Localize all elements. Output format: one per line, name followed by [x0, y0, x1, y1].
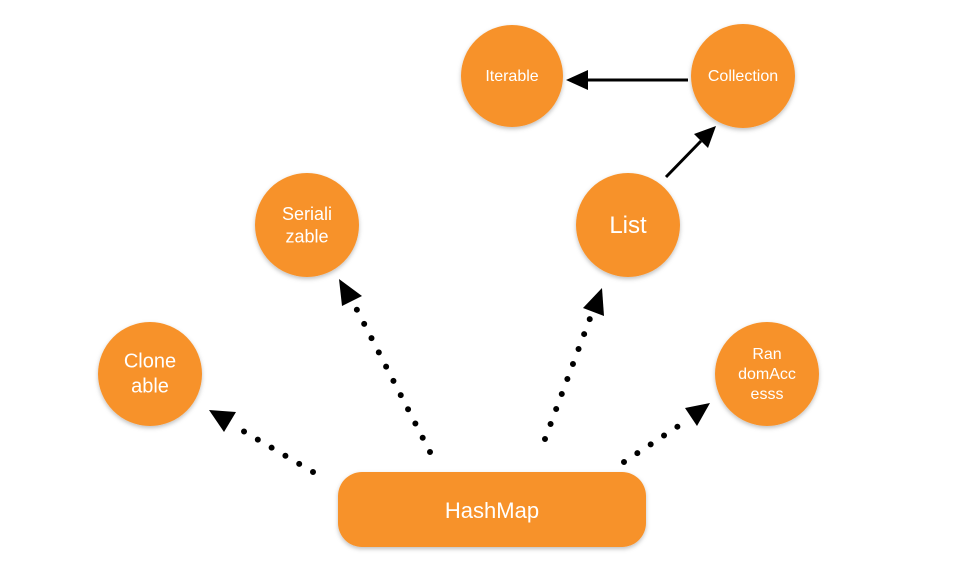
- list-label-line: List: [609, 212, 647, 239]
- cloneable-label-line: Clone: [124, 351, 176, 373]
- serializable-label-line: zable: [285, 226, 328, 246]
- node-collection-label: Collection: [708, 68, 778, 85]
- edge-list-to-collection: [664, 126, 716, 179]
- node-list: List: [576, 173, 680, 277]
- node-collection: Collection: [691, 24, 795, 128]
- node-randomaccess: Ran domAcc esss: [715, 322, 819, 426]
- cloneable-label-line: able: [131, 376, 169, 398]
- node-hashmap-label: HashMap: [445, 498, 539, 523]
- randomaccess-label-line: Ran: [752, 346, 781, 363]
- node-list-label: List: [609, 212, 647, 239]
- node-iterable-label: Iterable: [485, 68, 538, 85]
- node-cloneable-label: Clone able: [124, 351, 176, 398]
- randomaccess-label-line: esss: [751, 386, 784, 403]
- serializable-label-line: Seriali: [282, 204, 332, 224]
- node-randomaccess-label: Ran domAcc esss: [738, 346, 796, 403]
- node-iterable: Iterable: [461, 25, 563, 127]
- node-hashmap: HashMap: [338, 472, 646, 547]
- edge-hashmap-to-list: [542, 288, 604, 442]
- edge-hashmap-to-randomaccess: [621, 403, 710, 465]
- node-cloneable: Clone able: [98, 322, 202, 426]
- collection-label-line: Collection: [708, 68, 778, 85]
- hashmap-label-line: HashMap: [445, 498, 539, 523]
- iterable-label-line: Iterable: [485, 68, 538, 85]
- edge-collection-to-iterable: [566, 70, 688, 90]
- edge-hashmap-to-serializable: [339, 279, 433, 455]
- edge-hashmap-to-cloneable: [209, 410, 316, 475]
- randomaccess-label-line: domAcc: [738, 366, 796, 383]
